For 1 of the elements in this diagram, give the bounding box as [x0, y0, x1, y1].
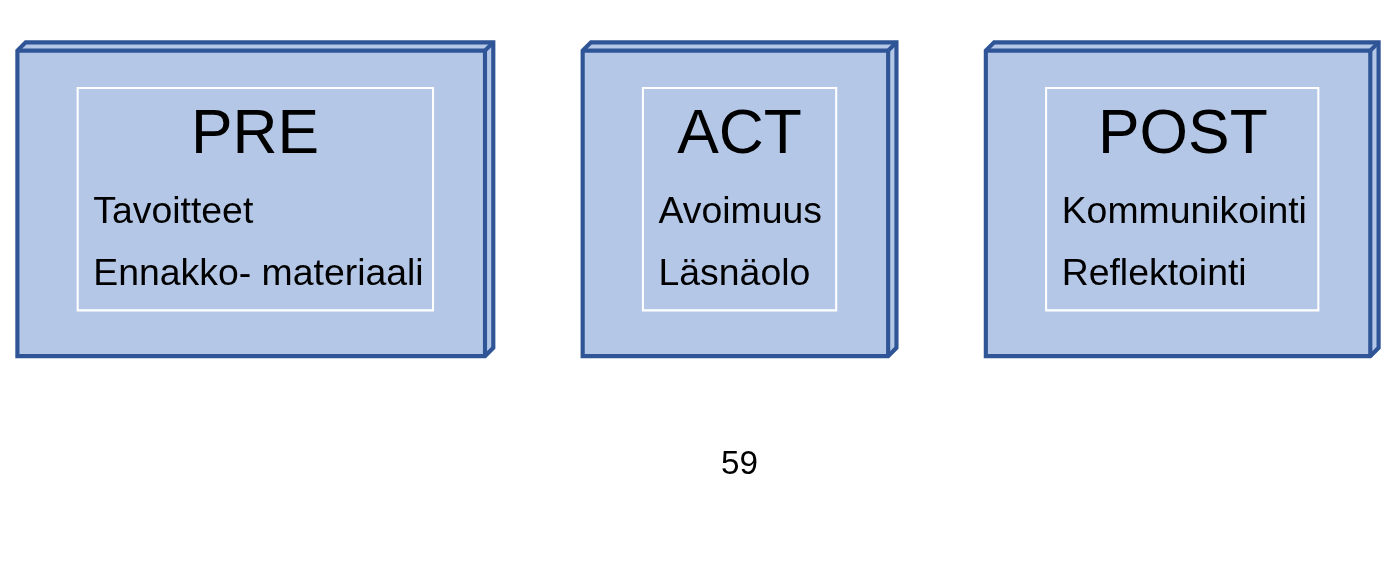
- label: 59: [721, 444, 759, 482]
